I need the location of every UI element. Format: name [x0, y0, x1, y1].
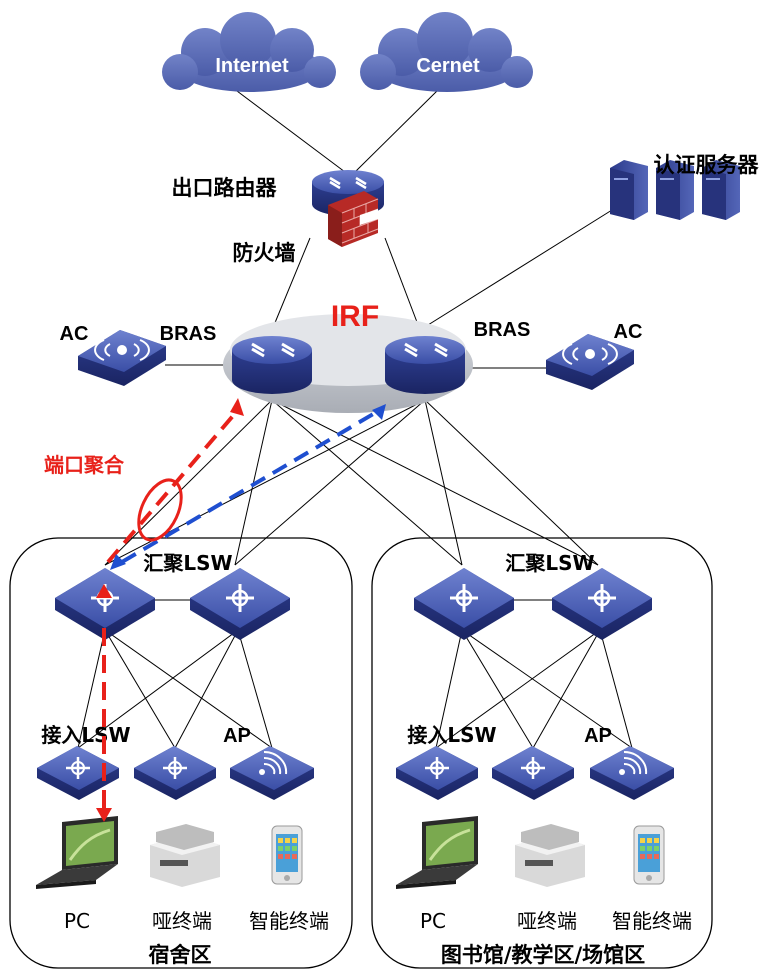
agg-label-library: 汇聚LSW [505, 551, 594, 575]
blue-dashed-path [110, 404, 386, 570]
bras-right-label: BRAS [474, 319, 531, 341]
ac-left-label: AC [60, 323, 89, 345]
port-aggregation-label: 端口聚合 [44, 453, 125, 477]
laptop-dorm-icon [36, 816, 118, 889]
access-switch-library-2-icon [492, 746, 574, 800]
bras-left-label: BRAS [160, 323, 217, 345]
laptop-library-icon [396, 816, 478, 889]
bras-left-icon [232, 336, 312, 394]
port-aggregation-ellipse [137, 478, 183, 542]
ap-dorm-icon [230, 746, 314, 800]
access-switch-dorm-2-icon [134, 746, 216, 800]
access-switch-library-1-icon [396, 746, 478, 800]
access-label-library: 接入LSW [407, 723, 496, 747]
ac-right-label: AC [614, 321, 643, 343]
firewall-icon [328, 191, 379, 247]
access-label-dorm: 接入LSW [41, 723, 130, 747]
terminal-label-smart-dorm: 智能终端 [249, 909, 329, 933]
agg-switch-library-1-icon [414, 568, 514, 640]
terminal-label-pc-dorm: PC [64, 909, 90, 933]
terminal-label-dumb-dorm: 哑终端 [152, 909, 212, 933]
agg-switch-library-2-icon [552, 568, 652, 640]
ap-label-dorm: AP [223, 725, 251, 747]
red-dashed-path [96, 398, 244, 822]
agg-label-dorm: 汇聚LSW [143, 551, 232, 575]
ac-right-icon [546, 334, 634, 390]
terminal-label-dumb-library: 哑终端 [517, 909, 577, 933]
bras-right-icon [385, 336, 465, 394]
printer-library-icon [515, 824, 585, 887]
phone-dorm-icon [271, 825, 303, 885]
zone-name-dorm: 宿舍区 [149, 943, 212, 967]
internet-label: Internet [215, 55, 289, 77]
ac-left-icon [78, 330, 166, 386]
ap-label-library: AP [584, 725, 612, 747]
phone-library-icon [633, 825, 665, 885]
zone-box-library [371, 537, 713, 969]
firewall-label: 防火墙 [233, 241, 296, 265]
zone-box-dorm [9, 537, 353, 969]
ap-library-icon [590, 746, 674, 800]
cernet-cloud: Cernet [360, 12, 533, 92]
irf-label: IRF [331, 300, 379, 333]
access-switch-dorm-1-icon [37, 746, 119, 800]
zone-name-library: 图书馆/教学区/场馆区 [441, 943, 645, 967]
terminal-label-smart-library: 智能终端 [612, 909, 692, 933]
auth-server-icon [610, 160, 740, 220]
agg-switch-dorm-2-icon [190, 568, 290, 640]
internet-cloud: Internet [162, 12, 336, 92]
auth-server-label: 认证服务器 [654, 153, 760, 177]
router-label: 出口路由器 [172, 176, 278, 200]
terminal-label-pc-library: PC [420, 909, 446, 933]
cernet-label: Cernet [416, 55, 480, 77]
printer-dorm-icon [150, 824, 220, 887]
